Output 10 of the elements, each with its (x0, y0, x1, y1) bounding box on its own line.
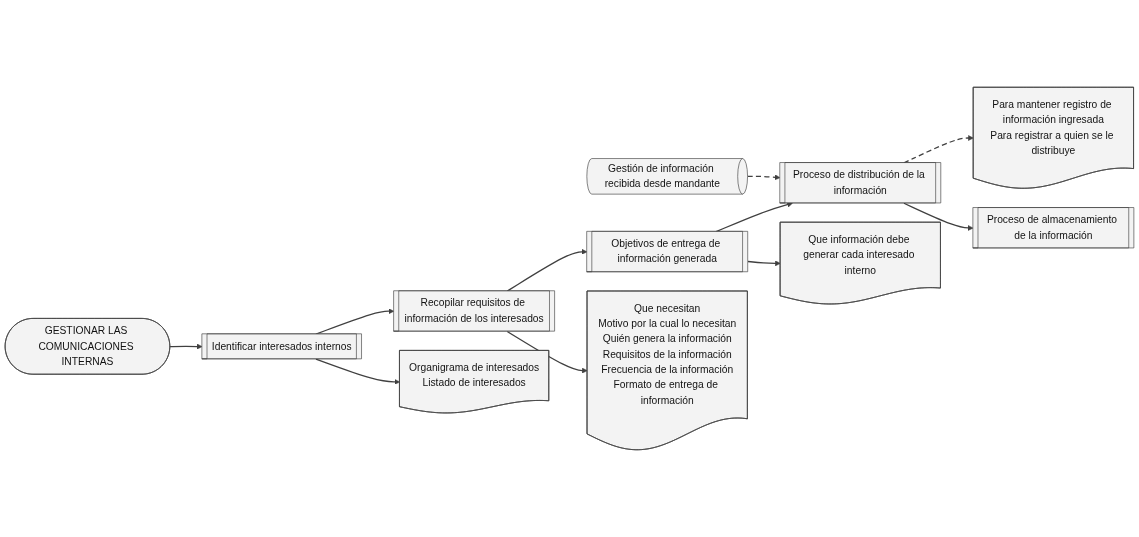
node-text: Gestión de información recibida desde mandante (604, 162, 720, 190)
arrow (747, 260, 781, 267)
arrow (903, 135, 974, 164)
arrow (169, 343, 203, 350)
arrow (746, 174, 781, 181)
arrow (506, 330, 588, 374)
arrow (903, 202, 974, 231)
arrow (715, 201, 793, 233)
arrow (506, 248, 588, 292)
arrow (315, 358, 401, 385)
